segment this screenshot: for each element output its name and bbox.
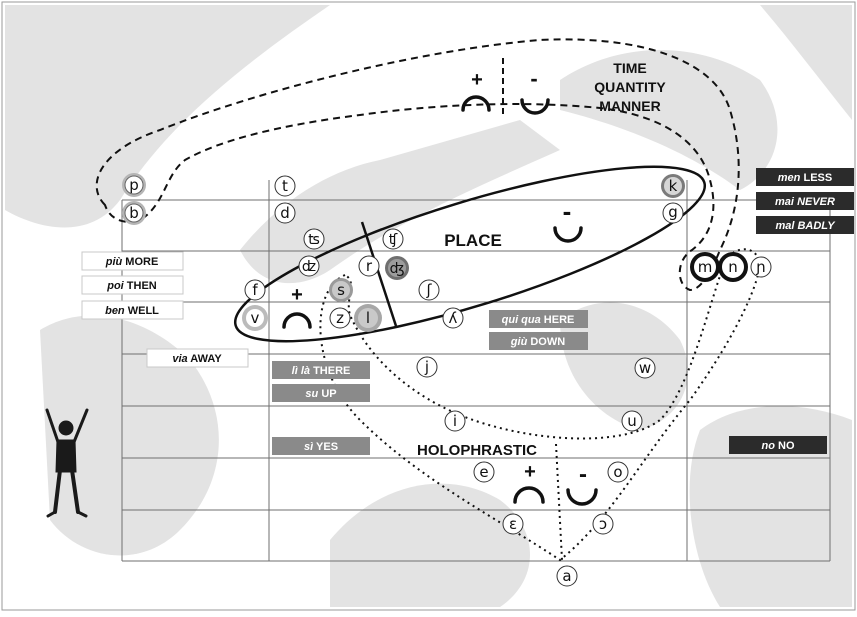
- phoneme-b: b: [129, 204, 139, 222]
- phoneme-z: z: [336, 309, 344, 327]
- holo-cup-arc: [566, 488, 598, 506]
- label-mai-never: mai NEVER: [775, 196, 835, 208]
- grid: [121, 180, 831, 562]
- label-si-box: [272, 437, 370, 455]
- manner-label: MANNER: [599, 98, 660, 114]
- label-no-box: [729, 436, 827, 454]
- phoneme-t: t: [282, 177, 288, 195]
- time-cup-arc: [520, 98, 550, 115]
- phoneme-open-o: ɔ: [599, 515, 607, 533]
- time-plus-sign: +: [471, 69, 483, 91]
- person-silhouette-icon: [45, 408, 89, 518]
- label-quiqua: qui qua HERE: [502, 314, 575, 326]
- label-ben-box: [81, 300, 184, 320]
- phoneme-sh: ʃ: [425, 281, 432, 299]
- phoneme-epsilon: ɛ: [509, 515, 517, 533]
- label-lila: lì là THERE: [292, 365, 351, 377]
- place-minus-sign: -: [563, 196, 572, 226]
- phoneme-s: s: [337, 281, 345, 299]
- phoneme-i: i: [453, 412, 457, 430]
- place-cup-arc: [553, 226, 583, 243]
- phoneme-f: f: [252, 281, 258, 299]
- phoneme-l: l: [366, 309, 370, 327]
- phoneme-tsh: ʧ: [389, 232, 398, 248]
- label-si: sì YES: [304, 441, 338, 453]
- phoneme-o: o: [613, 463, 622, 481]
- label-giu: giù DOWN: [510, 336, 565, 348]
- phoneme-m: m: [698, 258, 713, 276]
- time-minus-sign: -: [530, 66, 537, 91]
- place-label: PLACE: [444, 231, 502, 250]
- phoneme-r: r: [366, 257, 373, 275]
- phoneme-dz: ʣ: [302, 259, 316, 275]
- label-su-box: [272, 384, 370, 402]
- phoneme-v: v: [251, 309, 260, 327]
- label-lila-box: [272, 361, 370, 379]
- label-giu-box: [489, 332, 588, 350]
- label-mal: mal BADLY: [775, 220, 836, 232]
- place-region-divider: [360, 221, 398, 327]
- label-quiqua-box: [489, 310, 588, 328]
- label-ben: ben WELL: [105, 305, 159, 317]
- place-plus-sign: +: [291, 284, 303, 306]
- label-no: no NO: [761, 440, 794, 452]
- polarity-signs: + - - + + -: [291, 66, 587, 488]
- phoneme-g: g: [668, 203, 678, 221]
- phoneme-w: w: [639, 359, 651, 377]
- phoneme-a: a: [562, 567, 571, 585]
- label-mal-box: [756, 216, 854, 234]
- time-cap-arc: [461, 95, 491, 112]
- phoneme-circles: p b t d k g ʦ ʣ ʧ r ʤ ʃ f: [122, 173, 772, 587]
- label-su: su UP: [305, 388, 336, 400]
- phoneme-lj: ʎ: [449, 309, 458, 327]
- label-via: via AWAY: [172, 353, 222, 365]
- phoneme-j: j: [424, 358, 429, 376]
- quantity-label: QUANTITY: [594, 79, 666, 95]
- label-men-box: [756, 168, 854, 186]
- label-via-box: [146, 348, 249, 368]
- time-label: TIME: [613, 60, 646, 76]
- holo-cap-arc: [513, 486, 545, 504]
- phoneme-k: k: [669, 177, 678, 195]
- holophrastic-divider: [555, 443, 563, 561]
- label-piu-box: [81, 251, 184, 271]
- holo-minus-sign: -: [579, 461, 587, 488]
- phoneme-dzh: ʤ: [390, 261, 405, 277]
- polarity-arcs: [282, 95, 598, 506]
- label-piu: più MORE: [105, 256, 159, 268]
- time-quantity-manner-region: [95, 38, 740, 292]
- holophrastic-label: HOLOPHRASTIC: [417, 442, 537, 459]
- phoneme-d: d: [280, 204, 290, 222]
- phoneme-ts: ʦ: [308, 232, 320, 248]
- label-poi-box: [81, 275, 184, 295]
- phoneme-u: u: [627, 412, 637, 430]
- holo-plus-sign: +: [524, 461, 536, 483]
- place-cap-arc: [282, 312, 312, 329]
- phoneme-nj: ɲ: [755, 258, 766, 276]
- word-labels: più MORE poi THEN ben WELL via AWAY lì l…: [81, 168, 854, 455]
- place-region: [233, 165, 707, 343]
- holophrastic-region: [319, 248, 762, 562]
- label-poi: poi THEN: [106, 280, 157, 292]
- phoneme-n: n: [728, 258, 738, 276]
- category-labels: TIME QUANTITY MANNER PLACE HOLOPHRASTIC: [417, 60, 666, 459]
- label-men: men LESS: [778, 172, 832, 184]
- phoneme-e: e: [479, 463, 488, 481]
- label-mai-never-box: [756, 192, 854, 210]
- phoneme-p: p: [129, 176, 139, 194]
